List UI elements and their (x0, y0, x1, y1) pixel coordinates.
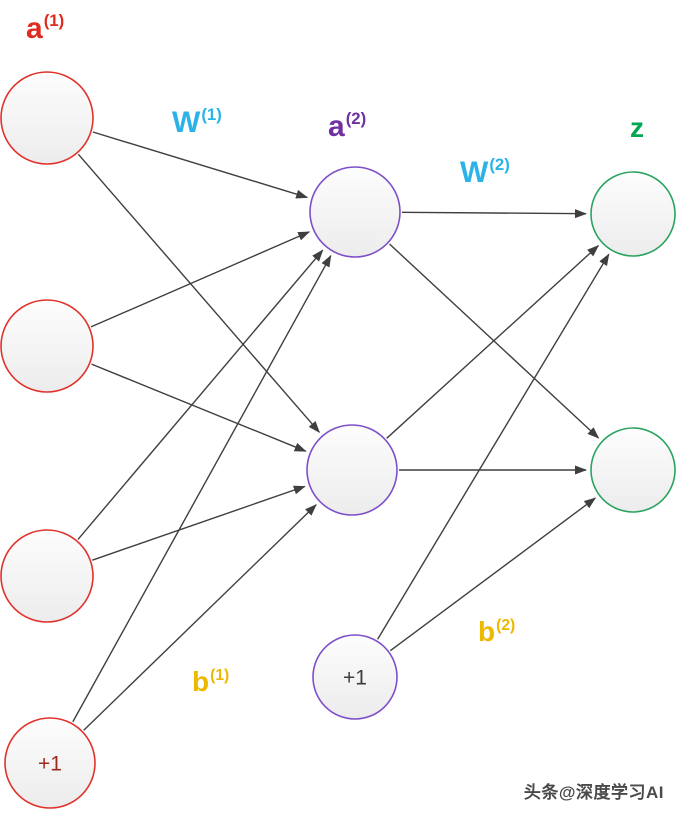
input-bias-node: +1 (4, 717, 96, 809)
hidden-bias-node-label: +1 (343, 667, 367, 690)
hidden-bias-node-circle (312, 634, 398, 720)
output-node-2 (590, 427, 676, 513)
hidden-bias-node: +1 (312, 634, 398, 720)
input-node-2-circle (0, 299, 94, 393)
input-node-2 (0, 299, 94, 393)
edge-hb-o1 (376, 253, 610, 640)
input-bias-node-label: +1 (38, 753, 62, 776)
hidden-node-1-circle (309, 166, 401, 258)
edge-i3-h2 (92, 485, 306, 561)
edge-i1-h2 (77, 153, 320, 433)
output-node-1-circle (590, 171, 676, 257)
edge-i1-h1 (92, 131, 309, 199)
input-node-1-circle (0, 71, 94, 165)
hidden-node-1 (309, 166, 401, 258)
edge-ib-h2 (83, 504, 317, 731)
input-node-3 (0, 529, 94, 623)
hidden-node-2-circle (306, 424, 398, 516)
edge-h2-o1 (386, 245, 600, 439)
input-node-3-circle (0, 529, 94, 623)
input-node-1 (0, 71, 94, 165)
input-bias-node-circle (4, 717, 96, 809)
edge-h1-o1 (401, 209, 587, 219)
edge-i3-h1 (77, 249, 324, 540)
edge-ib-h1 (72, 254, 332, 723)
edge-i2-h2 (91, 363, 307, 452)
output-node-2-circle (590, 427, 676, 513)
output-node-1 (590, 171, 676, 257)
watermark: 头条@深度学习AI (523, 783, 664, 802)
hidden-node-2 (306, 424, 398, 516)
edge-i2-h1 (90, 231, 311, 328)
edge-hb-o2 (389, 497, 597, 652)
